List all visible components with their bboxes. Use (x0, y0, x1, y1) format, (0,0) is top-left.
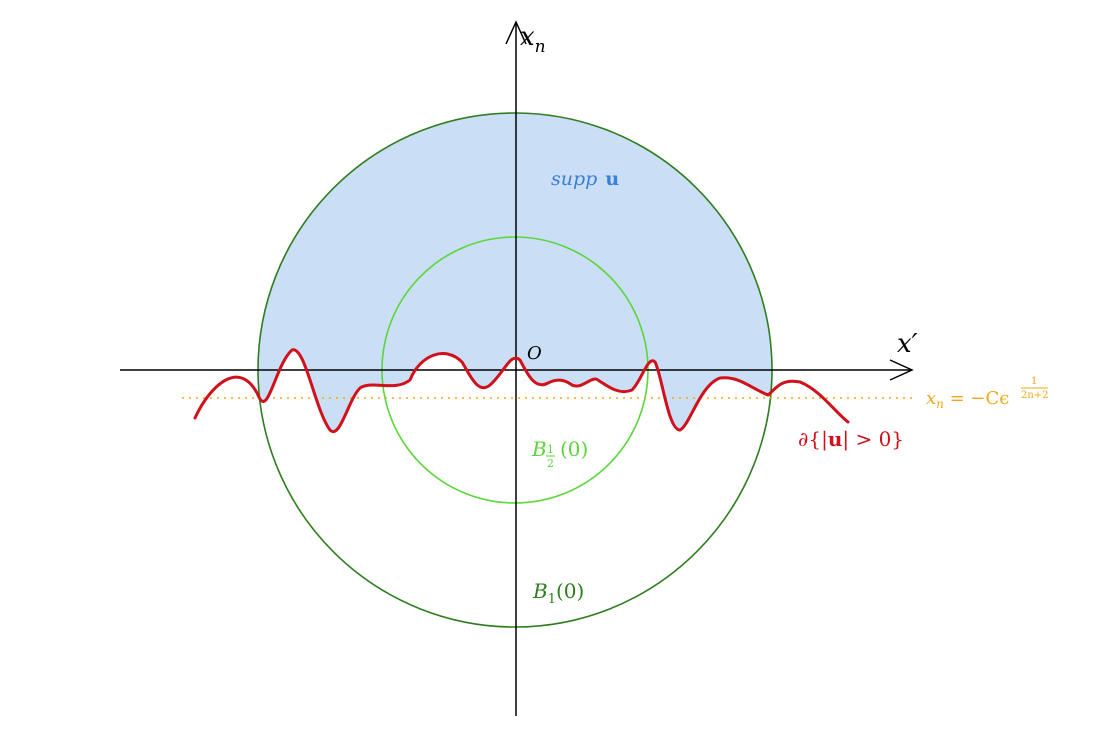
inner-ball-label: B (531, 437, 547, 461)
lower-bound-label: xn = −Cϵ (926, 388, 1009, 411)
inner-ball-sub-den: 2 (547, 457, 554, 470)
inner-ball-arg: (0) (560, 437, 588, 461)
lower-bound-exp-num: 1 (1031, 376, 1037, 387)
outer-ball-label: B1(0) (532, 579, 584, 607)
xn-axis-arrowhead (505, 20, 527, 45)
free-boundary-label: ∂{|u| > 0} (798, 427, 904, 452)
support-region (258, 113, 772, 432)
inner-ball-sub-num: 1 (547, 443, 554, 456)
x-prime-axis-label: x′ (897, 329, 918, 359)
xn-axis-label: xn (520, 22, 546, 57)
free-boundary-curve (193, 348, 850, 434)
x-prime-axis-arrowhead (889, 359, 914, 381)
lower-bound-exp-den: 2n+2 (1021, 390, 1049, 401)
origin-label: O (527, 343, 542, 364)
